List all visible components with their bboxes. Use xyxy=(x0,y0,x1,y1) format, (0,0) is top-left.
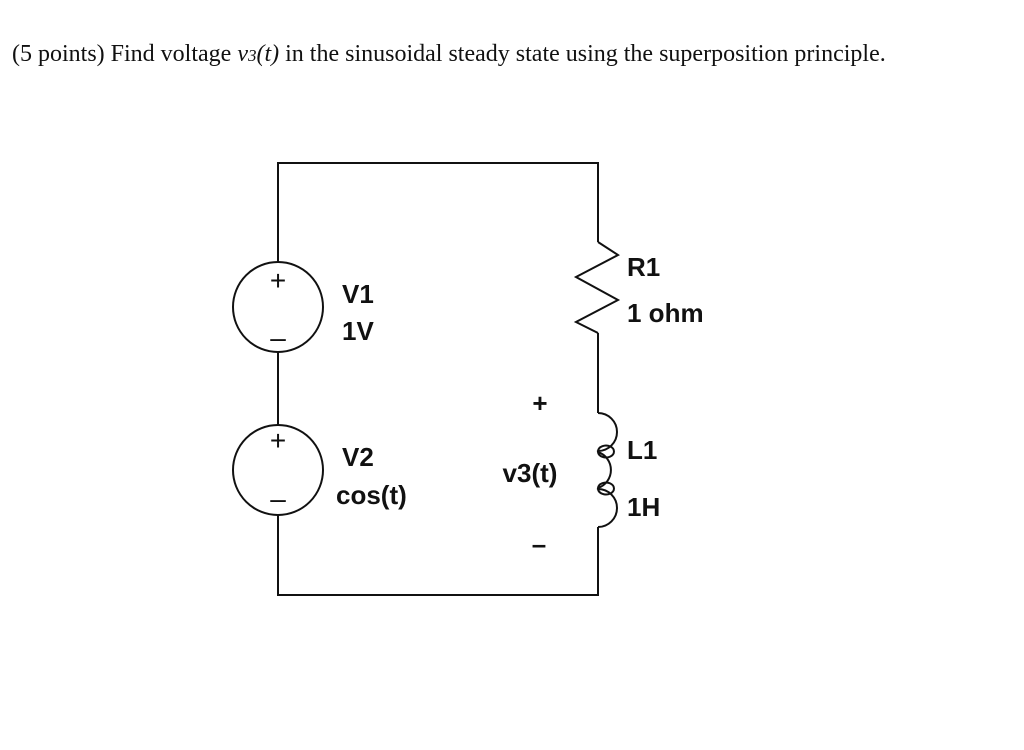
question-variable: v3(t) xyxy=(237,41,279,67)
v1-name: V1 xyxy=(342,279,374,309)
output-label: v3(t) xyxy=(503,458,558,488)
v2-polarity: + – xyxy=(270,425,286,514)
v2-source-symbol xyxy=(232,424,324,516)
v2-value: cos(t) xyxy=(336,480,407,510)
r1-name: R1 xyxy=(627,252,660,282)
resistor-symbol xyxy=(573,241,621,334)
var-arg: (t) xyxy=(256,41,280,67)
inductor-symbol xyxy=(596,412,618,528)
r1-value: 1 ohm xyxy=(627,298,704,328)
l1-value: 1H xyxy=(627,492,660,522)
v1-polarity: + – xyxy=(270,265,286,353)
wire-left-top xyxy=(277,162,599,262)
svg-text:+: + xyxy=(270,265,286,296)
svg-text:+: + xyxy=(270,425,286,456)
v2-name: V2 xyxy=(342,442,374,472)
question-prefix: (5 points) Find voltage xyxy=(12,41,238,67)
v1-source-symbol xyxy=(232,261,324,353)
svg-text:–: – xyxy=(270,483,286,514)
wire-bottom xyxy=(277,515,599,596)
output-minus: – xyxy=(532,529,546,559)
question-text: (5 points) Find voltage v3(t) in the sin… xyxy=(12,36,1012,74)
l1-name: L1 xyxy=(627,435,657,465)
var-main: v xyxy=(237,41,248,67)
v1-value: 1V xyxy=(342,316,374,346)
output-plus: + xyxy=(532,388,547,418)
svg-text:–: – xyxy=(270,322,286,353)
var-sub: 3 xyxy=(247,46,257,65)
question-suffix: in the sinusoidal steady state using the… xyxy=(279,41,886,67)
